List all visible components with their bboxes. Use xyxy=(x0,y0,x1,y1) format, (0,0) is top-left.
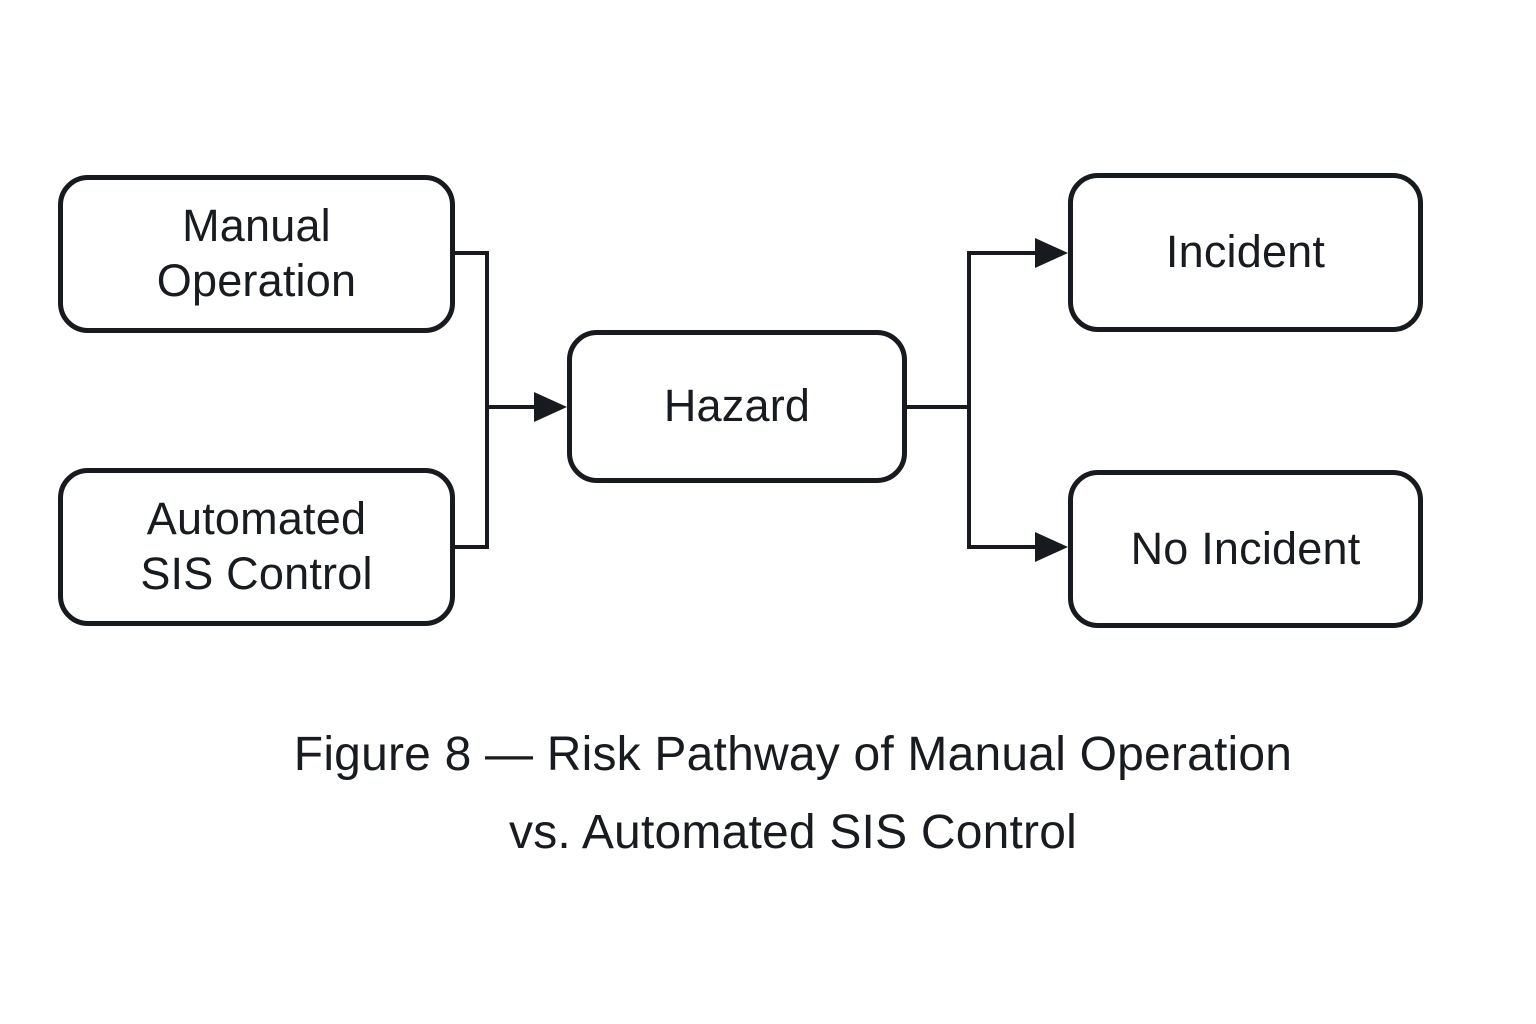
arrowhead-into-hazard-icon xyxy=(534,392,567,422)
node-manual-operation-label: Manual Operation xyxy=(156,200,357,306)
figure-caption: Figure 8 — Risk Pathway of Manual Operat… xyxy=(293,728,1293,859)
node-automated-sis-control-label: Automated SIS Control xyxy=(140,493,373,599)
arrowhead-into-no-incident-icon xyxy=(1035,532,1068,562)
node-manual-operation: Manual Operation xyxy=(58,175,455,333)
node-no-incident-label: No Incident xyxy=(1130,522,1361,574)
node-incident-label: Incident xyxy=(1165,226,1326,278)
node-hazard-label: Hazard xyxy=(663,380,811,432)
node-hazard: Hazard xyxy=(567,330,907,483)
node-automated-sis-control: Automated SIS Control xyxy=(58,468,455,626)
node-incident: Incident xyxy=(1068,173,1423,332)
arrowhead-into-incident-icon xyxy=(1035,238,1068,268)
node-no-incident: No Incident xyxy=(1068,470,1423,628)
